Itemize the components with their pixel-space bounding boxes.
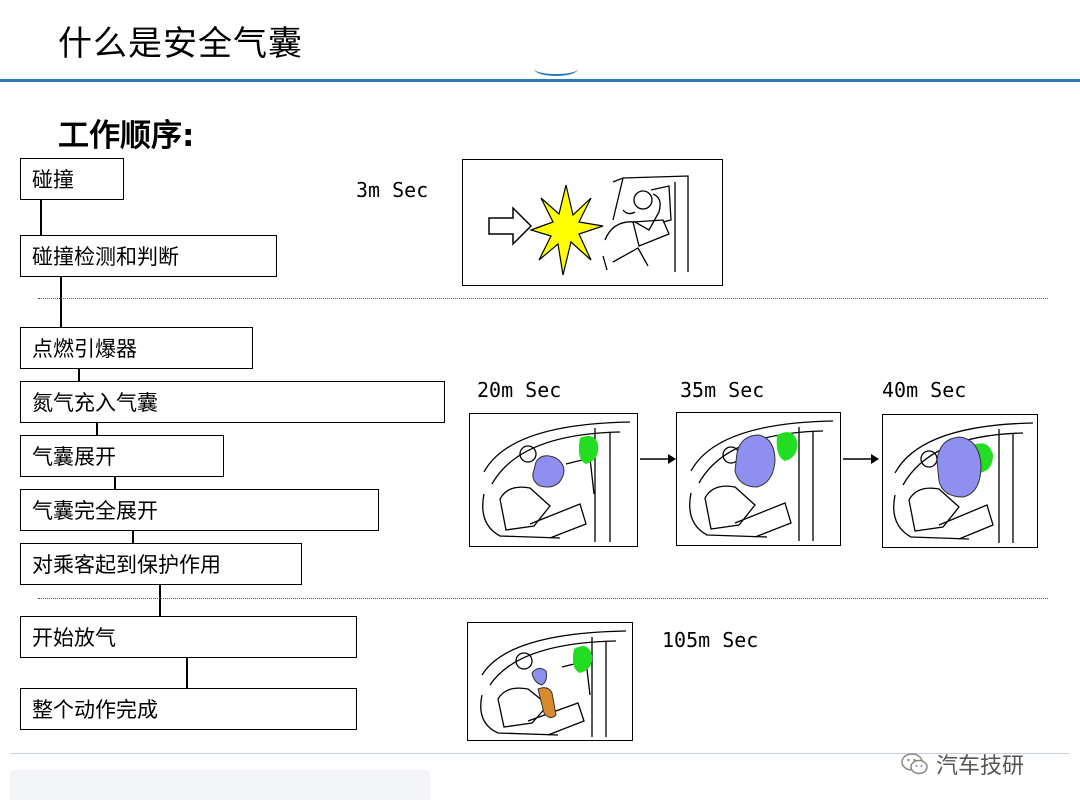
progress-arrow-icon bbox=[843, 454, 879, 464]
step-airbag-deploy: 气囊展开 bbox=[20, 435, 224, 477]
deflating-bag-icon bbox=[537, 687, 557, 719]
progress-arrow-icon bbox=[640, 454, 676, 464]
curtain-airbag-icon bbox=[578, 436, 599, 464]
footer-divider bbox=[10, 753, 1070, 754]
footer-band bbox=[10, 770, 430, 800]
watermark-text: 汽车技研 bbox=[936, 754, 1025, 779]
airbag-icon bbox=[936, 436, 982, 498]
step-action-complete: 整个动作完成 bbox=[20, 688, 357, 730]
connector-line bbox=[40, 200, 42, 235]
section-subtitle: 工作顺序: bbox=[58, 118, 195, 154]
connector-line bbox=[159, 585, 161, 616]
airbag-icon bbox=[734, 434, 776, 488]
step-collision: 碰撞 bbox=[20, 158, 124, 200]
curtain-airbag-icon bbox=[572, 646, 593, 673]
collision-illustration bbox=[462, 159, 723, 286]
title-decoration bbox=[534, 62, 578, 76]
time-label-35ms: 35m Sec bbox=[680, 378, 765, 402]
title-divider bbox=[0, 79, 1080, 82]
phase-divider bbox=[38, 298, 1048, 299]
page-title: 什么是安全气囊 bbox=[58, 24, 303, 64]
connector-line bbox=[78, 369, 80, 381]
car-interior-icon bbox=[602, 175, 689, 272]
airbag-20ms-illustration bbox=[469, 413, 638, 547]
step-start-deflate: 开始放气 bbox=[20, 616, 357, 658]
step-nitrogen-inflation: 氮气充入气囊 bbox=[20, 381, 445, 423]
wechat-icon bbox=[901, 753, 928, 775]
connector-line bbox=[114, 477, 116, 489]
curtain-airbag-icon bbox=[776, 432, 798, 461]
time-label-20ms: 20m Sec bbox=[477, 378, 562, 402]
step-protect-passenger: 对乘客起到保护作用 bbox=[20, 543, 302, 585]
impact-arrow-icon bbox=[488, 206, 533, 246]
deflated-airbag-icon bbox=[531, 667, 547, 686]
time-label-40ms: 40m Sec bbox=[882, 378, 967, 402]
time-label-3ms: 3m Sec bbox=[356, 178, 429, 202]
time-label-105ms: 105m Sec bbox=[662, 628, 759, 652]
explosion-icon bbox=[529, 184, 604, 276]
airbag-35ms-illustration bbox=[676, 412, 841, 546]
connector-line bbox=[186, 658, 188, 688]
step-ignite-detonator: 点燃引爆器 bbox=[20, 327, 253, 369]
airbag-icon bbox=[532, 455, 565, 488]
airbag-105ms-illustration bbox=[467, 622, 633, 741]
step-collision-detection: 碰撞检测和判断 bbox=[20, 235, 277, 277]
connector-line bbox=[60, 277, 62, 327]
step-airbag-full-deploy: 气囊完全展开 bbox=[20, 489, 379, 531]
connector-line bbox=[132, 531, 134, 543]
airbag-40ms-illustration bbox=[882, 414, 1038, 548]
connector-line bbox=[96, 423, 98, 435]
watermark: 汽车技研 bbox=[900, 748, 1024, 780]
phase-divider bbox=[38, 598, 1048, 599]
